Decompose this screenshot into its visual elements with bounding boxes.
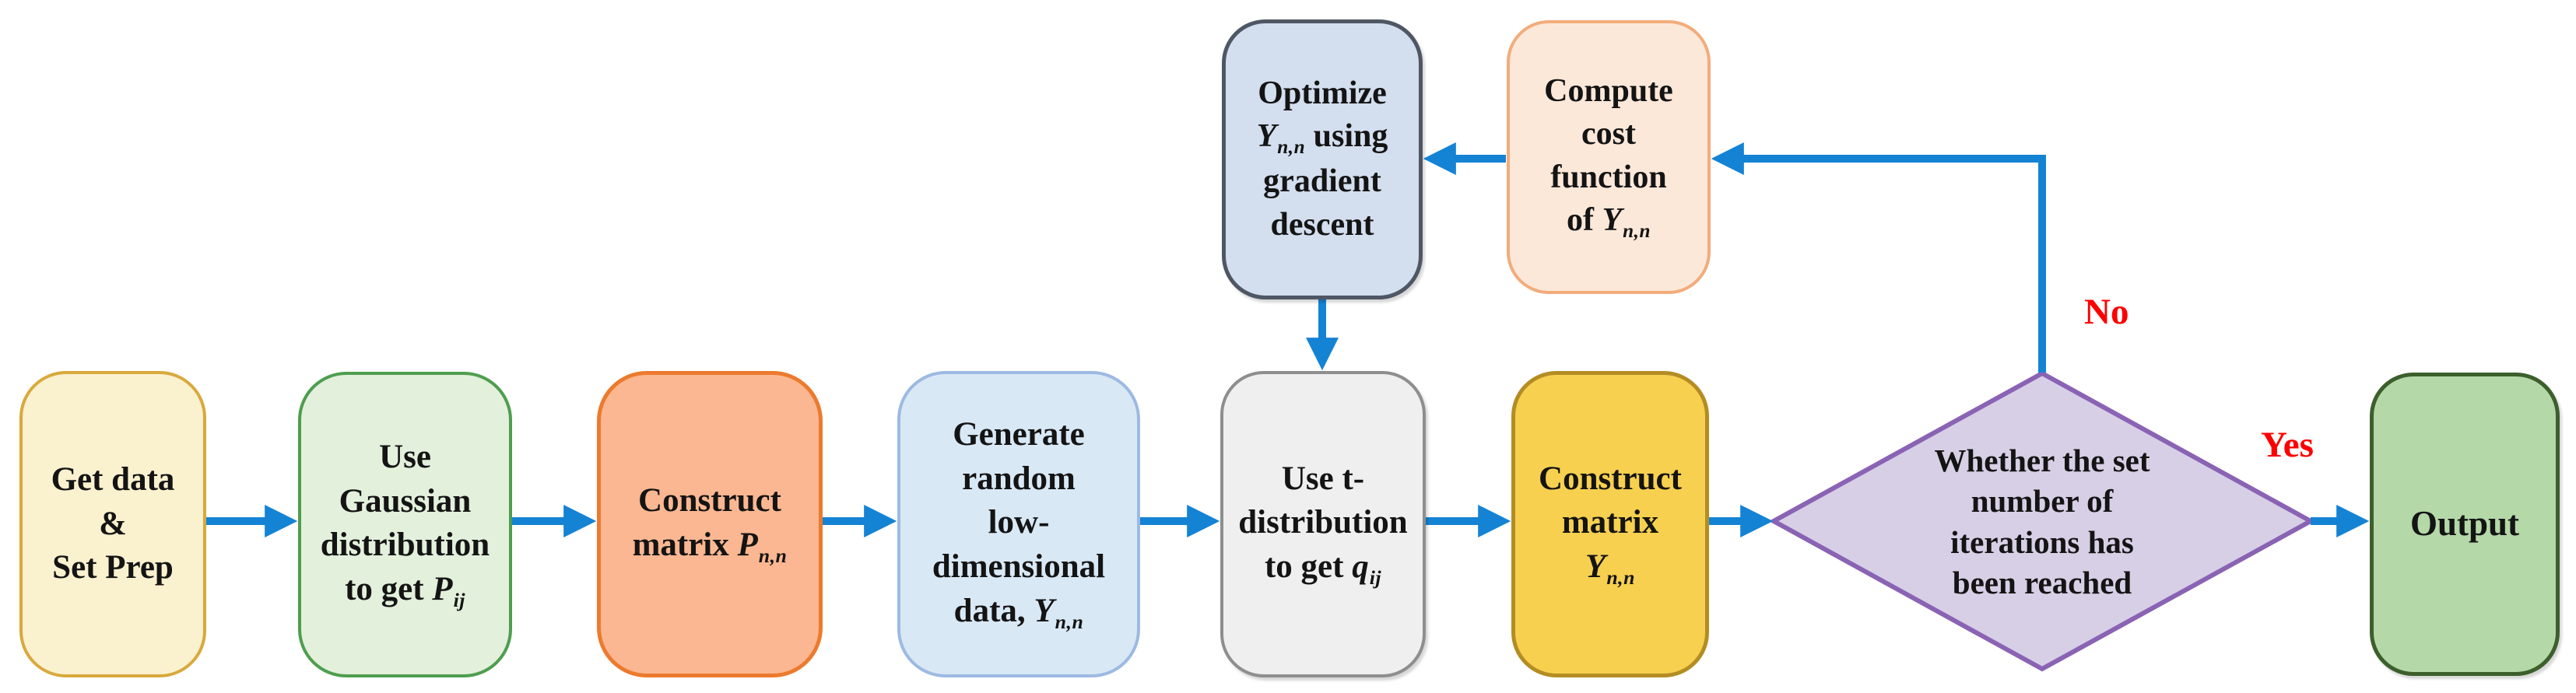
edge-label-no: No: [2084, 292, 2129, 332]
node-get-data-set-prep: Get data&Set Prep: [19, 371, 206, 677]
node-get-data-label: Get data&Set Prep: [51, 460, 175, 586]
node-output: Output: [2370, 373, 2560, 676]
node-output-label: Output: [2409, 504, 2520, 544]
edge-label-yes: Yes: [2261, 425, 2314, 465]
arrow-no-loop-to-compute: [1711, 142, 2046, 373]
